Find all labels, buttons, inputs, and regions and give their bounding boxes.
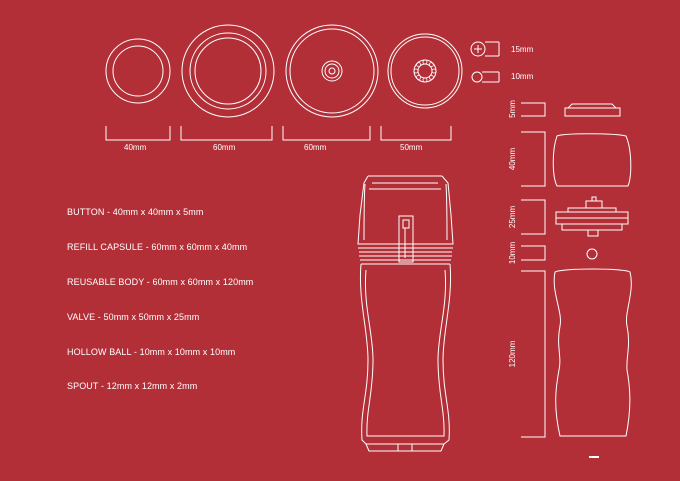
button-top-view xyxy=(106,39,170,103)
spec-spout: SPOUT - 12mm x 12mm x 2mm xyxy=(67,381,198,391)
dim-label-side-ball: 10mm xyxy=(508,241,517,265)
exploded-side-view xyxy=(553,104,631,436)
ball-15mm-icon xyxy=(471,42,499,56)
ball-10mm-icon xyxy=(472,72,499,82)
dim-label-ball-large: 15mm xyxy=(511,45,534,54)
assembled-bottle-front-view xyxy=(358,176,453,451)
dim-label-capsule: 60mm xyxy=(213,143,236,152)
dim-label-side-valve: 25mm xyxy=(508,205,517,229)
spec-button: BUTTON - 40mm x 40mm x 5mm xyxy=(67,207,204,217)
spec-refill-capsule: REFILL CAPSULE - 60mm x 60mm x 40mm xyxy=(67,242,248,252)
dim-label-side-button: 5mm xyxy=(508,100,517,118)
spec-valve: VALVE - 50mm x 50mm x 25mm xyxy=(67,312,200,322)
reusable-body-top-view xyxy=(286,25,378,117)
dim-label-body: 60mm xyxy=(304,143,327,152)
dim-label-side-capsule: 40mm xyxy=(508,147,517,171)
spec-reusable-body: REUSABLE BODY - 60mm x 60mm x 120mm xyxy=(67,277,254,287)
refill-capsule-top-view xyxy=(182,25,274,117)
dim-label-valve: 50mm xyxy=(400,143,423,152)
dim-label-side-body: 120mm xyxy=(508,340,517,368)
side-dimension-brackets xyxy=(521,103,545,437)
dim-label-button: 40mm xyxy=(124,143,147,152)
valve-top-view xyxy=(388,34,462,108)
dim-label-ball-small: 10mm xyxy=(511,72,534,81)
spec-hollow-ball: HOLLOW BALL - 10mm x 10mm x 10mm xyxy=(67,347,236,357)
top-dimension-brackets xyxy=(106,126,451,140)
